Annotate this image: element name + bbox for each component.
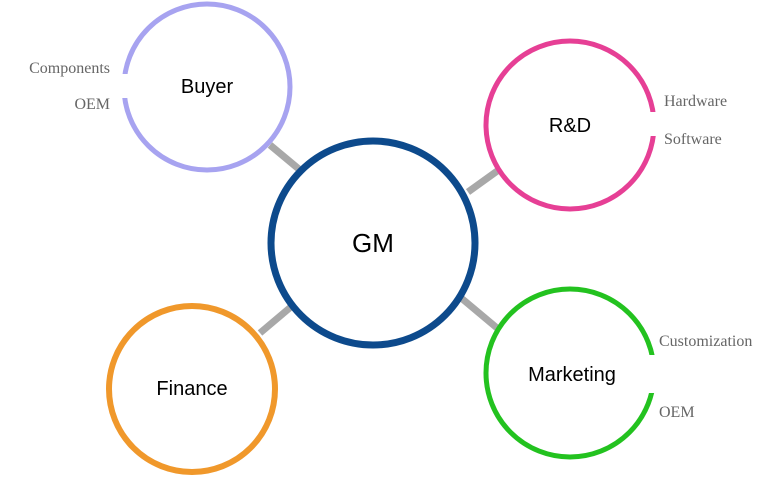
node-rnd: R&D: [483, 38, 661, 212]
node-buyer-label: Buyer: [181, 76, 234, 98]
connector-buyer: [267, 142, 303, 173]
rnd-side-label-software: Software: [664, 131, 722, 148]
hub-gm-ring: [267, 137, 479, 349]
buyer-side-label-components: Components: [29, 60, 110, 77]
node-finance: Finance: [106, 303, 278, 475]
hub-gm: GM: [267, 137, 479, 349]
node-rnd-ring-gap: [645, 112, 661, 136]
connector-rnd: [465, 166, 503, 195]
buyer-side-label-oem: OEM: [74, 96, 110, 113]
connector-finance: [257, 303, 295, 336]
connector-marketing: [457, 294, 500, 331]
node-marketing-ring-gap: [645, 355, 661, 393]
marketing-side-label-oem: OEM: [659, 404, 695, 421]
node-rnd-label: R&D: [549, 115, 591, 137]
node-marketing-label: Marketing: [528, 364, 616, 386]
node-marketing: Marketing: [483, 286, 661, 460]
hub-gm-label: GM: [352, 228, 394, 258]
node-finance-ring: [106, 303, 278, 475]
node-buyer: Buyer: [115, 1, 293, 173]
node-buyer-ring-gap: [115, 74, 129, 98]
rnd-side-label-hardware: Hardware: [664, 93, 727, 110]
node-finance-label: Finance: [156, 378, 227, 400]
marketing-side-label-customization: Customization: [659, 333, 752, 350]
